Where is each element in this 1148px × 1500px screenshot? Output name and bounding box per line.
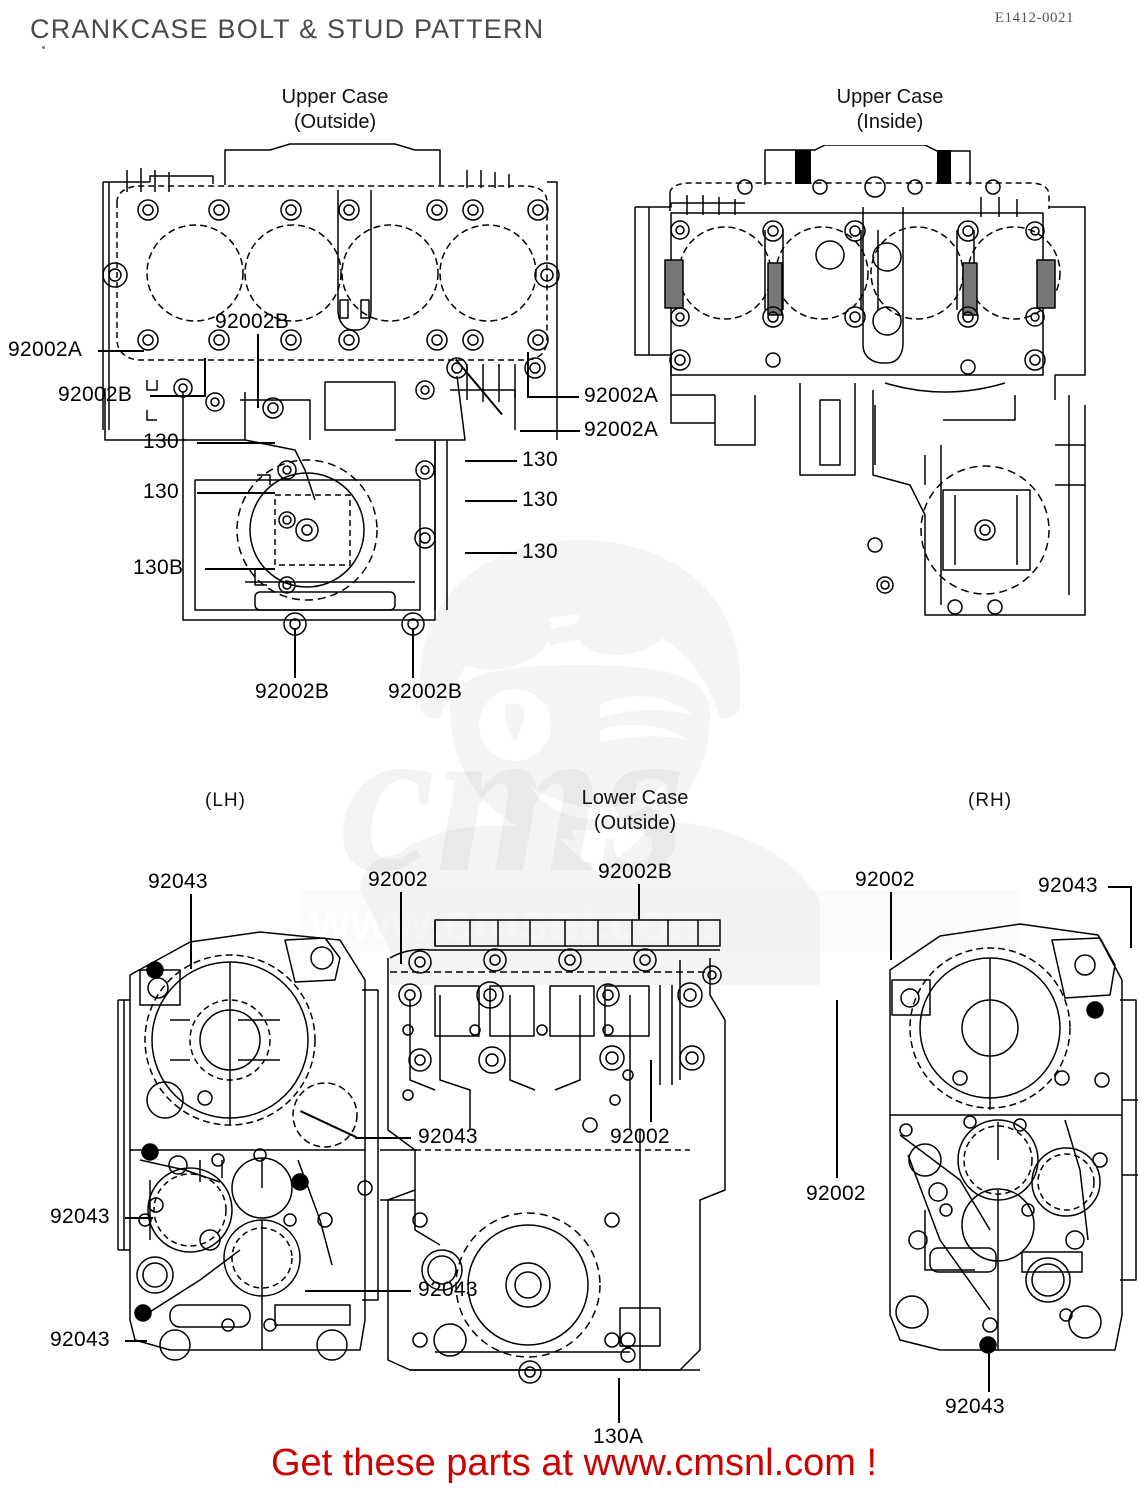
leader-line — [465, 460, 517, 462]
callout-92002-rh-top: 92002 — [855, 868, 915, 891]
svg-text:www.cmsnl.com: www.cmsnl.com — [309, 894, 716, 952]
cms-url-watermark: www.cmsnl.com — [300, 890, 1020, 952]
callout-92002-lower-left: 92002 — [368, 868, 428, 891]
leader-line — [125, 1217, 153, 1219]
caption-line2: (Inside) — [856, 111, 924, 133]
callout-130B-upper-left: 130B — [133, 556, 184, 579]
page-title: CRANKCASE BOLT & STUD PATTERN — [30, 14, 545, 44]
drawing-lower-case-lh — [117, 931, 379, 1361]
callout-92043-lh-top: 92043 — [148, 870, 208, 893]
leader-line — [618, 1378, 620, 1423]
leader-line — [150, 395, 206, 397]
leader-line — [257, 334, 259, 408]
cms-lettering-watermark: cms — [340, 690, 686, 917]
leader-line — [890, 892, 892, 960]
leader-line — [1108, 886, 1132, 888]
leader-line — [465, 552, 517, 554]
callout-130A-bottom: 130A — [593, 1425, 644, 1448]
callout-92002-rh-left: 92002 — [806, 1182, 866, 1205]
drawing-lower-case-rh — [889, 923, 1138, 1354]
reference-code: E1412-0021 — [994, 10, 1074, 26]
callout-92002A-upper-right2: 92002A — [584, 418, 659, 441]
leader-line — [836, 1000, 838, 1178]
leader-line — [355, 1137, 411, 1139]
leader-line — [197, 442, 275, 444]
drawing-upper-case-inside — [634, 145, 1086, 616]
callout-92043-rh-top: 92043 — [1038, 874, 1098, 897]
caption-line1: Lower Case — [581, 787, 689, 809]
callout-130-upper-right2: 130 — [522, 488, 558, 511]
caption-line2: (Outside) — [593, 812, 677, 834]
leader-line — [400, 892, 402, 964]
leader-line — [527, 352, 529, 396]
caption-line2: (Outside) — [293, 111, 377, 133]
caption-lower-case-outside: Lower Case (Outside) — [510, 786, 760, 836]
leader-line — [412, 628, 414, 678]
callout-92002-lower-center: 92002 — [610, 1125, 670, 1148]
leader-line — [204, 358, 206, 396]
callout-130-upper-right1: 130 — [522, 448, 558, 471]
callout-92043-lh-right1: 92043 — [418, 1125, 478, 1148]
callout-92043-lh-left2: 92043 — [50, 1328, 110, 1351]
leader-line — [294, 628, 296, 678]
callout-92002B-bottom2: 92002B — [388, 680, 463, 703]
leader-line — [527, 396, 579, 398]
leader-line — [988, 1348, 990, 1392]
title-underdot — [42, 46, 45, 49]
leader-line — [98, 350, 144, 352]
callout-130-upper-left1: 130 — [143, 430, 179, 453]
leader-line — [197, 492, 275, 494]
svg-text:cms: cms — [340, 690, 686, 917]
leader-line — [1130, 886, 1132, 948]
leader-line — [125, 1340, 147, 1342]
callout-92043-rh-bottom: 92043 — [945, 1395, 1005, 1418]
callout-130-upper-left2: 130 — [143, 480, 179, 503]
footer-promo-text: Get these parts at www.cmsnl.com ! — [270, 1442, 878, 1484]
leader-line — [638, 884, 640, 920]
callout-130-upper-right3: 130 — [522, 540, 558, 563]
leader-line — [305, 1290, 411, 1292]
caption-lower-case-rh: (RH) — [968, 790, 1013, 811]
callout-92043-lh-left1: 92043 — [50, 1205, 110, 1228]
callout-92002A-upper-right1: 92002A — [584, 384, 659, 407]
leader-line — [520, 430, 580, 432]
callout-92002B-upper-center: 92002B — [215, 310, 290, 333]
leader-line — [205, 568, 275, 570]
caption-line1: Upper Case — [281, 86, 389, 108]
callout-92002A-upper-left: 92002A — [8, 338, 83, 361]
drawing-lower-case-outside — [380, 919, 726, 1384]
leader-line — [190, 894, 192, 969]
caption-upper-case-inside: Upper Case (Inside) — [760, 85, 1020, 135]
caption-lower-case-lh: (LH) — [205, 790, 246, 811]
leader-line — [465, 500, 517, 502]
caption-line1: Upper Case — [836, 86, 944, 108]
callout-92002B-upper-left2: 92002B — [58, 383, 133, 406]
caption-upper-case-outside: Upper Case (Outside) — [205, 85, 465, 135]
callout-92002B-lower-center: 92002B — [598, 860, 673, 883]
callout-92002B-bottom1: 92002B — [255, 680, 330, 703]
leader-line — [650, 1060, 652, 1122]
